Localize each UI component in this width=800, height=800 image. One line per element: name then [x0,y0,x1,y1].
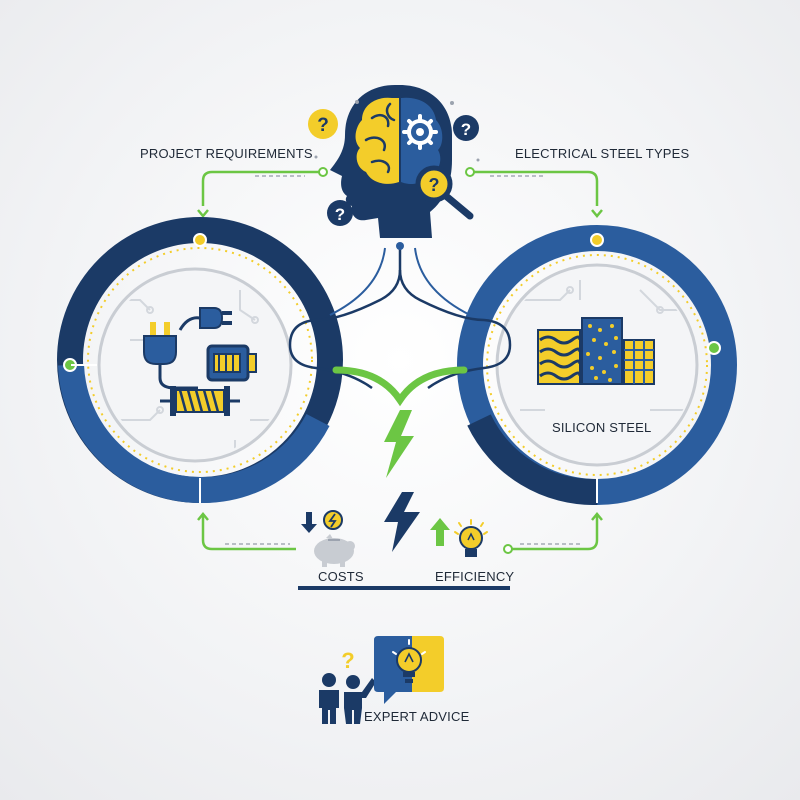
costs-label: COSTS [318,569,364,584]
lightning-bolt-icon [384,410,414,478]
connector-project-requirements [197,167,328,218]
svg-text:?: ? [461,120,471,139]
question-mark-icon: ? [308,109,338,139]
power-plug-icon [178,307,232,331]
coil-icon [160,386,240,416]
people-icon [319,673,376,724]
down-arrow-icon [301,512,317,533]
connector-electrical-steel-types [465,167,603,218]
center-connector-lines [288,242,512,407]
efficiency-label: EFFICIENCY [435,569,515,584]
electric-motor-icon [206,344,257,382]
expert-advice-label: EXPERT ADVICE [364,709,470,724]
question-mark-icon: ? [453,115,479,141]
svg-text:?: ? [335,205,345,224]
left-ring [57,217,343,504]
question-mark-icon: ? [327,200,353,226]
connector-efficiency [503,512,603,554]
lightbulb-icon [392,639,426,683]
svg-text:?: ? [341,648,354,673]
lightning-bolt-icon [384,492,420,552]
magnifier-icon: ? [415,165,474,220]
lightbulb-icon [454,519,488,557]
balance-divider [298,586,510,590]
brain-gear-head-icon [330,85,452,238]
power-plug-icon [143,322,198,390]
project-requirements-label: PROJECT REQUIREMENTS [140,146,313,161]
svg-text:?: ? [429,175,440,195]
coin-icon [323,510,343,530]
steel-sample-icons [537,317,655,385]
up-arrow-icon [430,518,450,546]
silicon-steel-label: SILICON STEEL [552,420,652,435]
electrical-steel-types-label: ELECTRICAL STEEL TYPES [515,146,690,161]
question-mark-icon: ? [341,648,354,673]
piggy-bank-icon [314,534,355,567]
svg-text:?: ? [317,115,329,136]
connector-costs [197,512,296,551]
sparkle-decoration [314,100,480,162]
